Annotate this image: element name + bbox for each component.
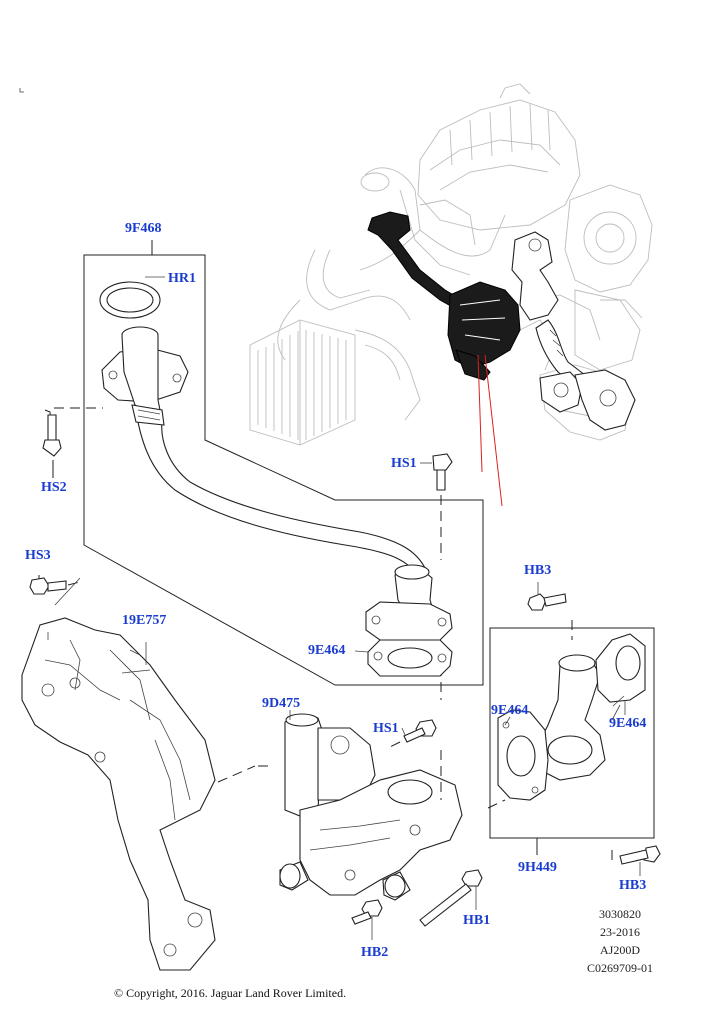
bolt-HB1 [419,869,483,927]
label-HB3-upper: HB3 [524,563,552,578]
label-9E464-upper: 9E464 [308,643,346,658]
egr-pipe-9F468 [101,326,453,641]
egr-valve-9D475 [279,713,463,901]
egr-pipe-9H449 [487,633,646,862]
bolt-HB3-upper [527,582,567,611]
label-HS3: HS3 [25,548,51,563]
bolt-HS2 [42,407,103,478]
label-HS1-upper: HS1 [391,456,417,471]
label-HS2: HS2 [41,480,67,495]
label-9D475: 9D475 [262,696,301,711]
label-9F468: 9F468 [125,221,162,236]
label-19E757: 19E757 [122,613,167,628]
label-HB3-lower: HB3 [619,878,647,893]
group-outline-9F468 [83,240,484,686]
group-outline-9H449 [489,620,655,855]
gasket-ring-HR1 [99,276,165,319]
label-9E464-left: 9E464 [491,703,529,718]
label-9H449: 9H449 [518,860,557,875]
label-HS1-lower: HS1 [373,721,399,736]
copyright-notice: © Copyright, 2016. Jaguar Land Rover Lim… [114,986,347,1000]
leader-9E464-left [504,716,511,726]
ref-line-1: 3030820 [599,907,641,921]
label-HR1: HR1 [168,271,196,286]
leader-HS1-lower [401,727,406,736]
highlighted-egr-assembly [367,211,636,431]
label-9E464-right: 9E464 [609,716,647,731]
bolt-HB2 [351,899,383,940]
leader-red-2 [484,354,503,507]
crop-mark [19,88,24,93]
bolt-HB3-lower [619,845,661,876]
ref-line-2: 23-2016 [600,925,640,939]
ref-line-4: C0269709-01 [587,961,653,975]
gasket-9E464-upper [354,639,453,677]
bracket-19E757 [21,617,268,971]
bolt-HS3 [29,575,81,606]
leader-red-1 [477,354,483,473]
ref-line-3: AJ200D [599,943,640,957]
label-HB1: HB1 [463,913,491,928]
bolt-HS1-upper [420,453,453,700]
label-HB2: HB2 [361,945,389,960]
bolt-HS1-lower [387,719,437,749]
